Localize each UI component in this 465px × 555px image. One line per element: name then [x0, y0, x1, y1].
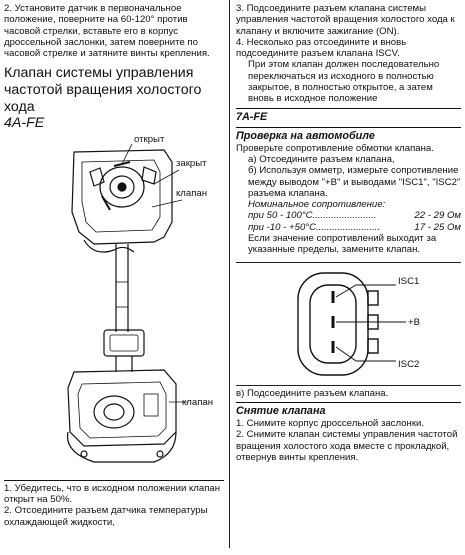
check-heading: Проверка на автомобиле: [236, 129, 375, 142]
spec-row-2: при -10 - +50°C........................ …: [236, 222, 461, 233]
step-v-text: в) Подсоедините разъем клапана.: [236, 387, 389, 399]
figure-connector: ISC1 +B ISC2: [236, 261, 461, 386]
spec-1-value: 22 - 29 Ом: [414, 210, 461, 222]
engine-code-7afe: 7A-FE: [236, 110, 268, 123]
pin-b-label: +B: [408, 317, 420, 328]
removal-heading: Снятие клапана: [236, 404, 326, 417]
step-3-text: 3. Подсоедините разъем клапана системы у…: [236, 3, 455, 37]
label-closed: закрыт: [176, 158, 207, 169]
step-2-text: 2. Установите датчик в первоначальное по…: [4, 3, 210, 60]
spec-1-label: при 50 - 100°C........................: [248, 210, 377, 222]
column-divider: [229, 0, 230, 548]
label-open: открыт: [134, 134, 165, 145]
check-divider: [236, 126, 461, 128]
label-valve-bottom: клапан: [182, 397, 213, 408]
left-column: 2. Установите датчик в первоначальное по…: [4, 0, 224, 528]
engine-divider: [236, 107, 461, 109]
valve-assembly-drawing: открыт закрыт клапан клапан: [66, 134, 213, 463]
engine-code-4afe: 4A-FE: [4, 115, 45, 132]
step-4-text: 4. Несколько раз отсоедините и вновь под…: [236, 36, 407, 60]
removal-step-1: 1. Снимите корпус дроссельной заслонки.: [236, 417, 425, 429]
pin-isc2-label: ISC2: [398, 359, 419, 370]
nominal-label: Номинальное сопротивление:: [248, 199, 386, 211]
removal-step-2: 2. Снимите клапан системы управления час…: [236, 429, 458, 463]
step-1-text: 1. Убедитесь, что в исходном положении к…: [4, 482, 221, 506]
right-column: 3. Подсоедините разъем клапана системы у…: [236, 0, 461, 463]
check-step-b: б) Используя омметр, измерьте сопротивле…: [248, 165, 461, 199]
spec-2-value: 17 - 25 Ом: [414, 221, 461, 233]
removal-divider: [236, 401, 461, 403]
section-heading: Клапан системы управления частотой враще…: [4, 65, 202, 115]
if-not-text: Если значение сопротивлений выходит за у…: [248, 233, 437, 256]
check-intro: Проверьте сопротивление обмотки клапана.: [236, 142, 434, 154]
step-4b-text: При этом клапан должен последовательно п…: [248, 59, 440, 105]
spec-row-1: при 50 - 100°C........................ 2…: [236, 210, 461, 221]
label-valve-top: клапан: [176, 188, 207, 199]
spec-2-label: при -10 - +50°C........................: [248, 221, 381, 233]
figure-divider-left: [4, 479, 224, 481]
pin-isc1-label: ISC1: [398, 276, 419, 287]
figure-valve-assembly: открыт закрыт клапан клапан: [4, 132, 224, 477]
step-2b-text: 2. Отсоедините разъем датчика температур…: [4, 505, 208, 528]
check-step-a: а) Отсоедините разъем клапана,: [248, 153, 395, 165]
connector-pinout-drawing: ISC1 +B ISC2: [297, 271, 420, 376]
